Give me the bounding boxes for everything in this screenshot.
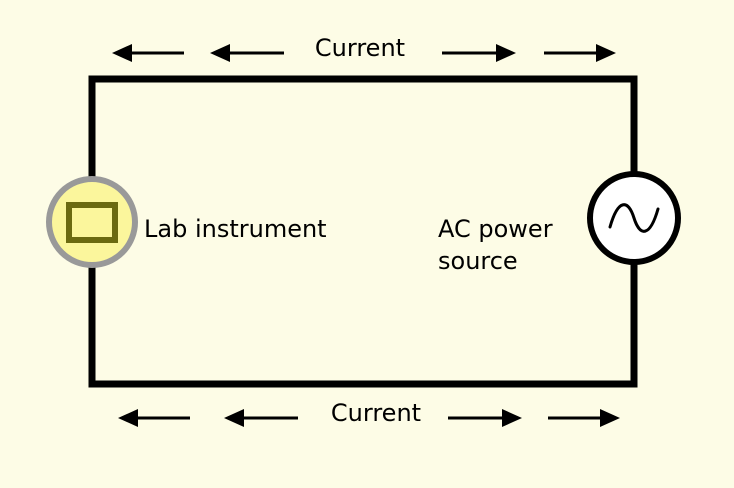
ac-power-label-line2: source xyxy=(438,247,518,275)
ac-sine-wave-icon xyxy=(587,171,681,265)
current-label-top: Current xyxy=(315,34,405,62)
current-arrows-bottom xyxy=(118,409,620,427)
arrow-right-icon xyxy=(448,409,522,427)
arrow-right-icon xyxy=(548,409,620,427)
current-label-bottom: Current xyxy=(331,399,421,427)
current-arrows-top xyxy=(112,44,616,62)
arrow-left-icon xyxy=(210,44,284,62)
arrow-left-icon xyxy=(224,409,298,427)
lab-instrument-display xyxy=(66,202,118,243)
arrow-right-icon xyxy=(442,44,516,62)
lab-instrument-ring xyxy=(46,176,138,268)
lab-instrument-icon xyxy=(46,176,138,268)
arrow-left-icon xyxy=(112,44,184,62)
lab-instrument-label: Lab instrument xyxy=(144,215,327,243)
arrow-left-icon xyxy=(118,409,190,427)
sine-wave xyxy=(608,203,660,233)
ac-power-label-line1: AC power xyxy=(438,215,553,243)
arrow-right-icon xyxy=(544,44,616,62)
